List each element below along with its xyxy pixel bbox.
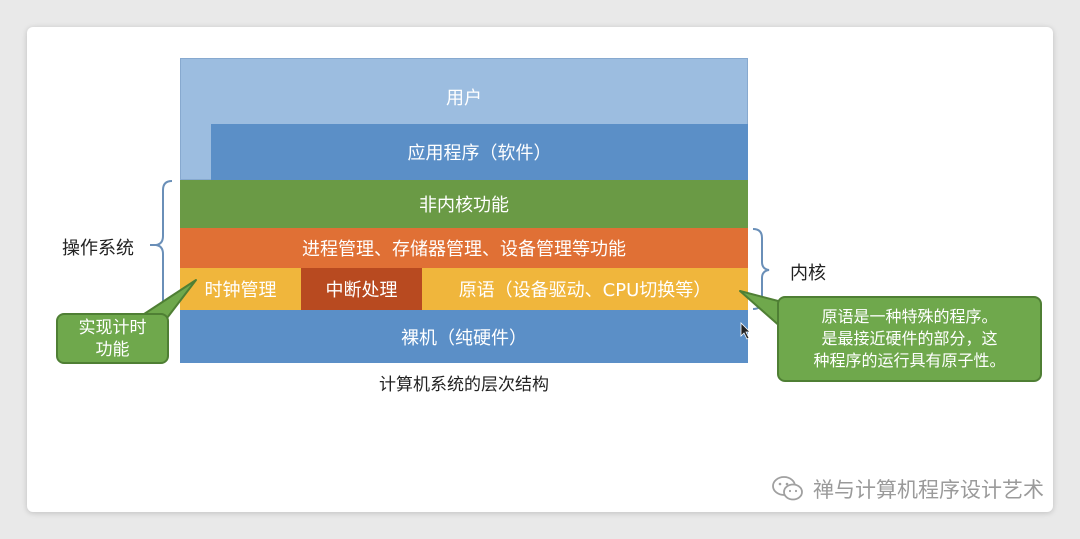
layer-application-label: 应用程序（软件） [407,143,552,164]
layer-clock: 时钟管理 [180,268,301,310]
timer-callout-line-2: 功能 [95,339,130,360]
layer-interrupt-label: 中断处理 [325,280,398,301]
layer-user-label: 用户 [446,88,482,109]
layer-clock-label: 时钟管理 [204,280,277,301]
kernel-bracket [752,228,770,310]
timer-callout-line-1: 实现计时 [78,317,147,338]
kernel-label: 内核 [790,263,826,284]
layer-interrupt: 中断处理 [301,268,422,310]
layer-bare-machine-label: 裸机（纯硬件） [401,327,527,349]
watermark-text: 禅与计算机程序设计艺术 [813,478,1044,502]
layer-non-kernel: 非内核功能 [180,180,748,228]
layer-application: 应用程序（软件） [211,124,748,180]
watermark: 禅与计算机程序设计艺术 [771,474,1044,504]
primitive-callout-line-1: 原语是一种特殊的程序。 [821,307,998,326]
layer-non-kernel-label: 非内核功能 [419,195,509,216]
primitive-callout-line-3: 种程序的运行具有原子性。 [813,351,1006,370]
layer-bare-machine: 裸机（纯硬件） [180,310,748,363]
primitive-callout: 原语是一种特殊的程序。 是最接近硬件的部分，这 种程序的运行具有原子性。 [777,296,1042,382]
primitive-callout-line-2: 是最接近硬件的部分，这 [821,329,998,348]
layer-primitive: 原语（设备驱动、CPU切换等） [422,268,748,310]
diagram-caption: 计算机系统的层次结构 [379,375,549,395]
layer-kernel-management-label: 进程管理、存储器管理、设备管理等功能 [302,239,626,260]
layer-kernel-management: 进程管理、存储器管理、设备管理等功能 [180,228,748,268]
layer-primitive-label: 原语（设备驱动、CPU切换等） [458,280,712,301]
wechat-icon [772,476,803,501]
os-bracket [155,180,173,310]
timer-callout: 实现计时 功能 [56,313,169,364]
os-label: 操作系统 [62,238,134,259]
